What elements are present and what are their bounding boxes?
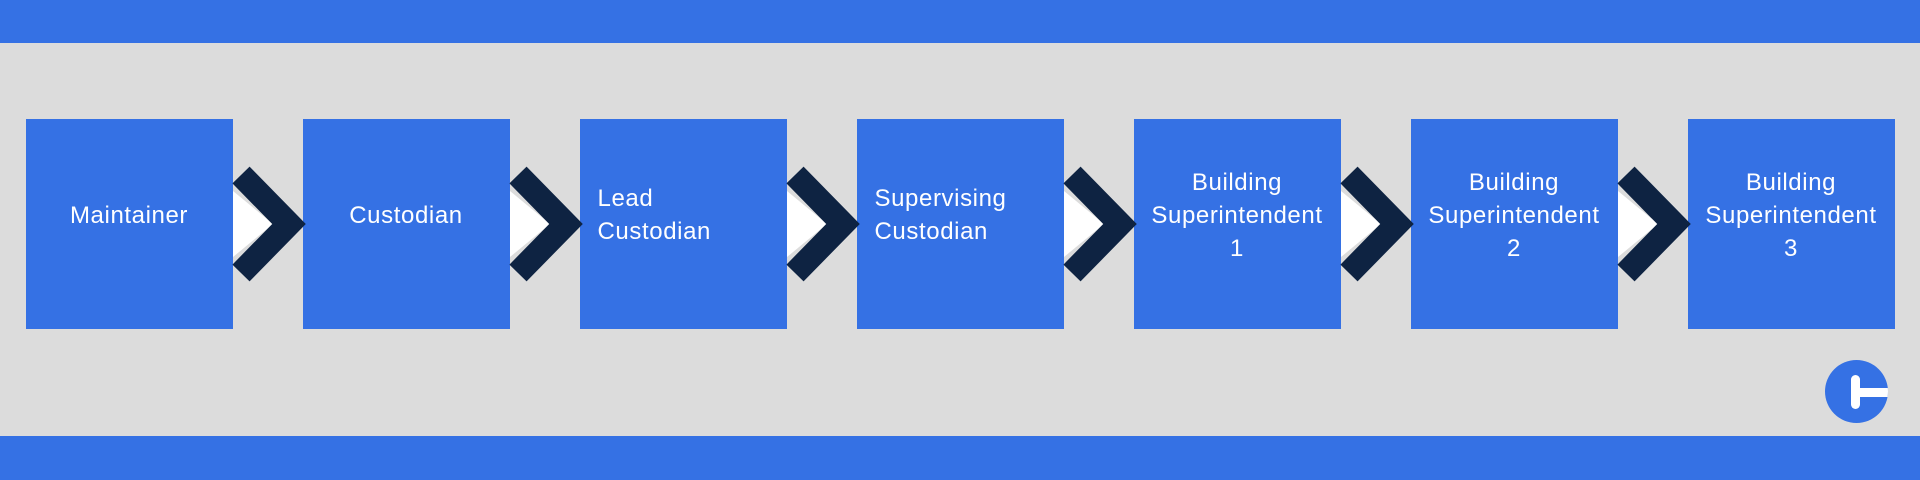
flow-step-label: Maintainer [69,201,189,229]
flow-row: Maintainer Custodian Lead Custodian Supe… [0,119,1920,329]
chevron-right-arrow-icon [785,166,860,282]
logo-glyph-horizontal-bar [1853,388,1888,397]
chevron-right-arrow-icon [1616,166,1691,282]
chevron-right-arrow-icon [508,166,583,282]
flow-step-building-superintendent-2: Building Superintendent 2 [1410,119,1618,329]
chevron-right-arrow-icon [231,166,306,282]
flow-step-supervising-custodian: Supervising Custodian [856,119,1064,329]
flow-step-label: Building Superintendent 3 [1705,168,1877,262]
flow-step-label: Supervising Custodian [874,185,1007,245]
bottom-accent-bar [0,436,1920,480]
flow-step-lead-custodian: Lead Custodian [579,119,787,329]
chevron-right-arrow-icon [1062,166,1137,282]
flow-step-label: Building Superintendent 2 [1428,168,1600,262]
flow-step-building-superintendent-3: Building Superintendent 3 [1687,119,1895,329]
flow-step-label: Custodian [349,201,463,229]
flow-step-building-superintendent-1: Building Superintendent 1 [1133,119,1341,329]
flow-step-label: Lead Custodian [597,185,711,245]
chevron-right-arrow-icon [1339,166,1414,282]
top-accent-bar [0,0,1920,43]
flow-step-label: Building Superintendent 1 [1151,168,1323,262]
brand-circle-mark-icon [1825,360,1888,423]
flow-step-maintainer: Maintainer [25,119,233,329]
flow-step-custodian: Custodian [302,119,510,329]
